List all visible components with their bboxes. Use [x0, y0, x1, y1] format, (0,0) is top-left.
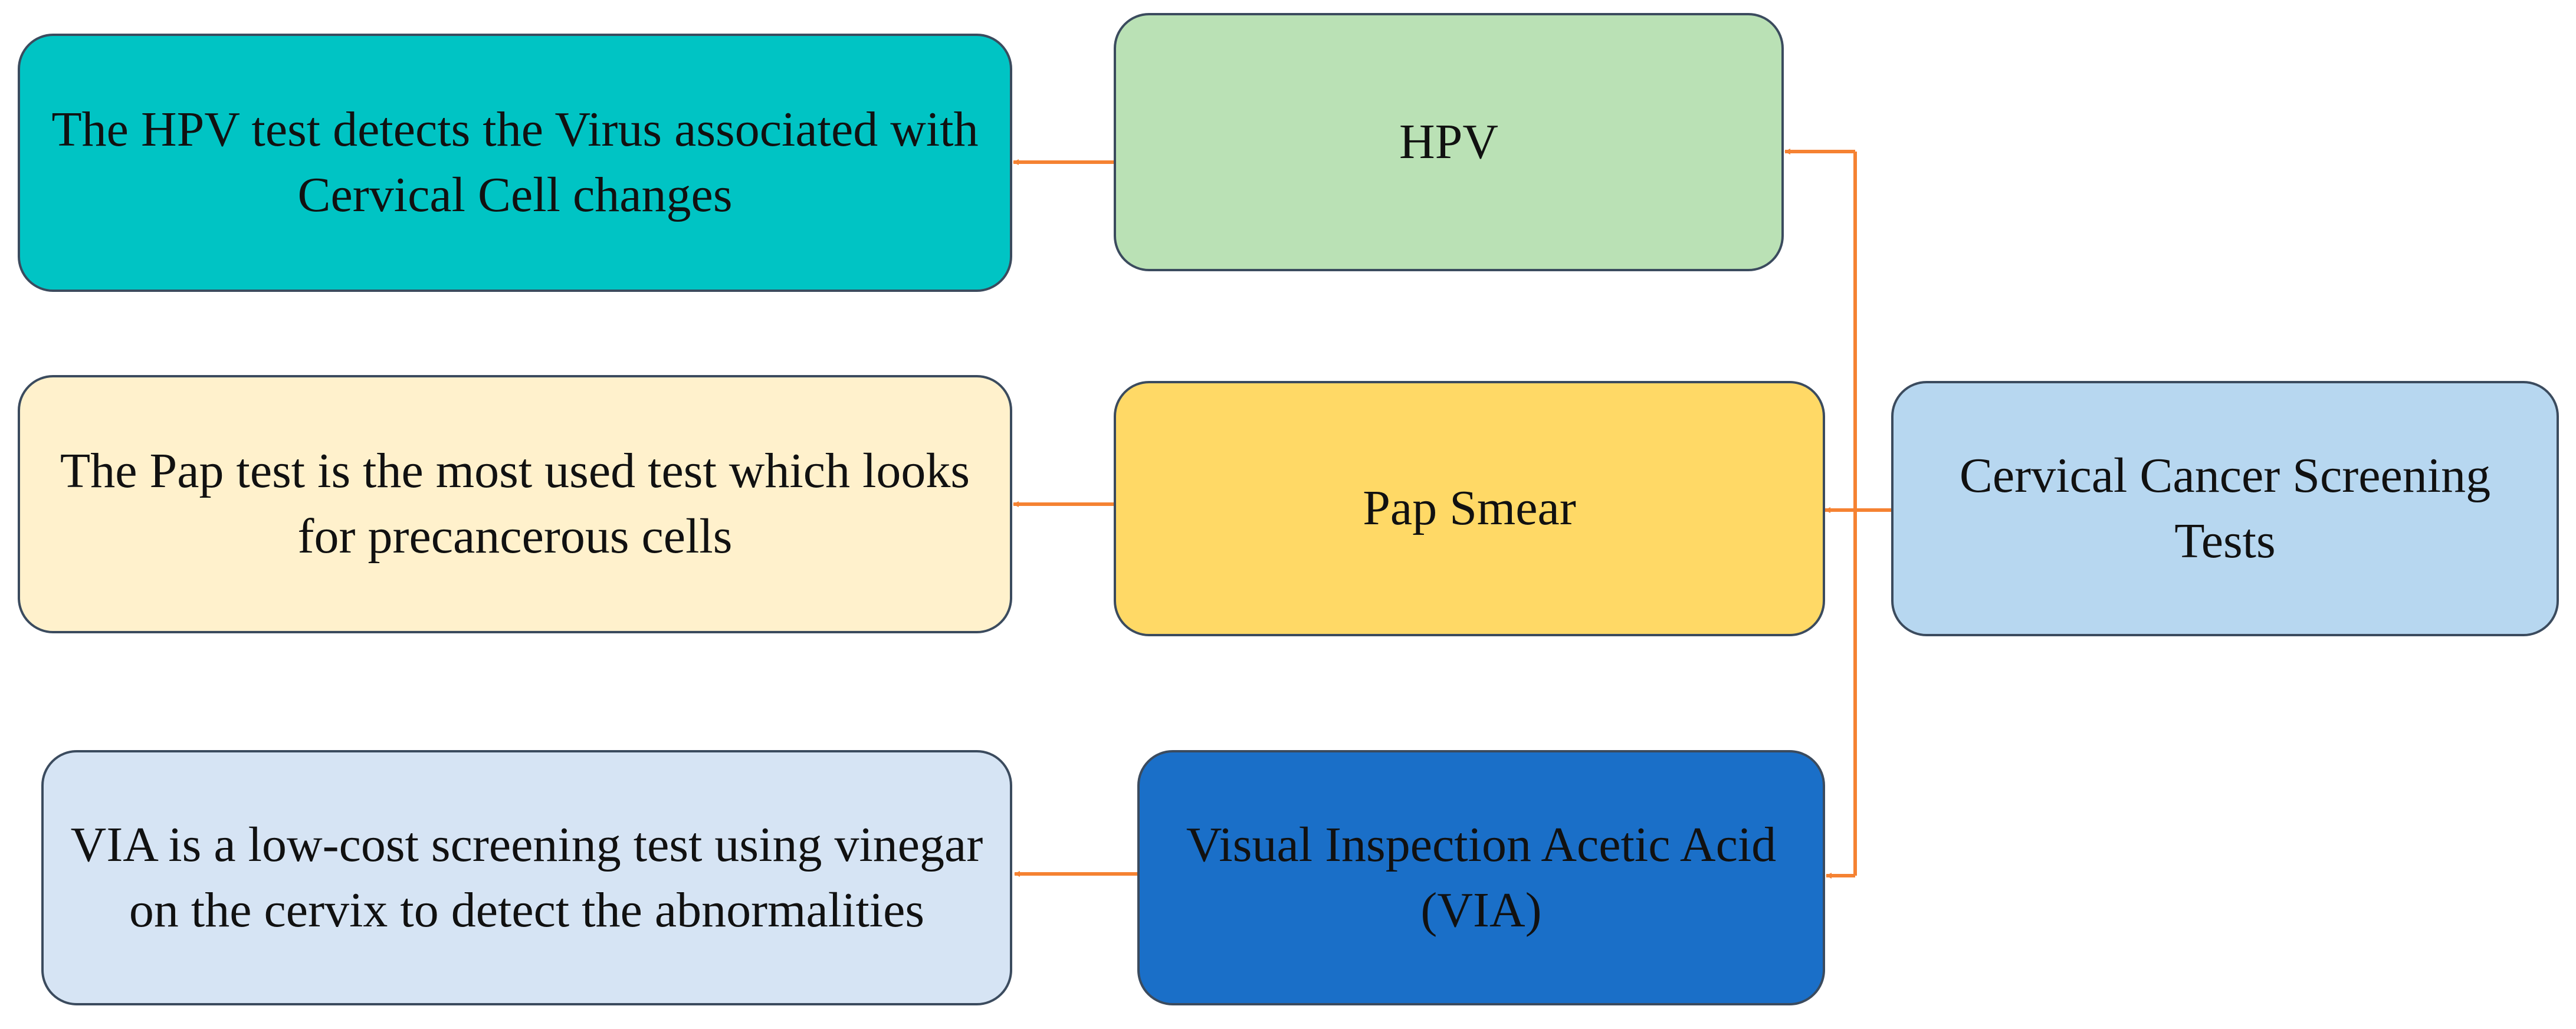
- root-node-screening-tests: Cervical Cancer Screening Tests: [1891, 381, 2559, 636]
- description-via-text: VIA is a low-cost screening test using v…: [70, 817, 983, 938]
- connector-group: [1013, 149, 1891, 879]
- root-node-label: Cervical Cancer Screening Tests: [1959, 448, 2491, 568]
- description-box-pap-smear: The Pap test is the most used test which…: [18, 375, 1012, 633]
- description-hpv-text: The HPV test detects the Virus associate…: [51, 102, 979, 222]
- description-box-hpv: The HPV test detects the Virus associate…: [18, 34, 1012, 292]
- test-node-pap-smear: Pap Smear: [1114, 381, 1825, 636]
- test-node-hpv: HPV: [1114, 13, 1784, 271]
- test-node-via: Visual Inspection Acetic Acid (VIA): [1137, 750, 1825, 1005]
- test-node-hpv-label: HPV: [1399, 114, 1499, 169]
- test-node-via-label: Visual Inspection Acetic Acid (VIA): [1186, 817, 1777, 938]
- description-box-via: VIA is a low-cost screening test using v…: [41, 750, 1012, 1005]
- description-pap-smear-text: The Pap test is the most used test which…: [60, 443, 970, 564]
- test-node-pap-smear-label: Pap Smear: [1363, 481, 1576, 536]
